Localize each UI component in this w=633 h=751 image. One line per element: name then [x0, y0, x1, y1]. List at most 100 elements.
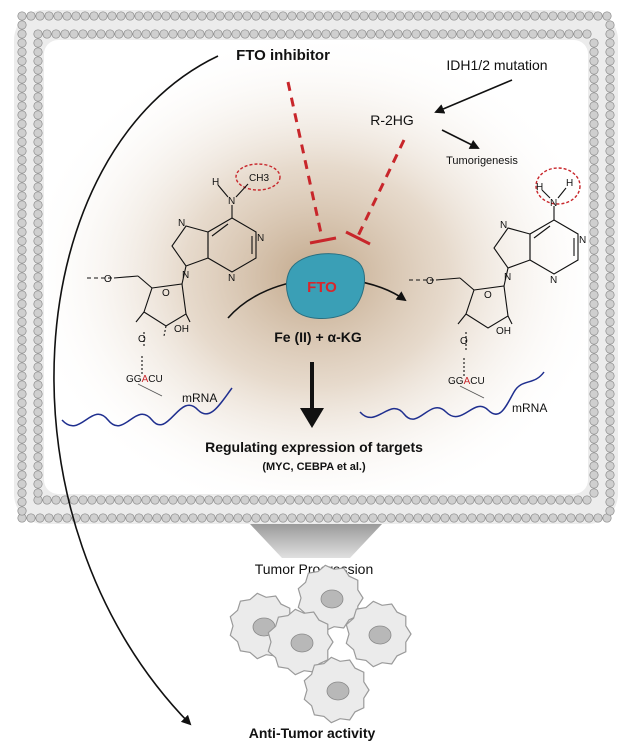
lipid-head — [33, 272, 43, 282]
lipid-head — [375, 495, 385, 505]
lipid-head — [222, 495, 232, 505]
lipid-head — [323, 513, 333, 523]
lipid-head — [539, 513, 549, 523]
lipid-head — [143, 11, 153, 21]
oh-group: OH — [496, 326, 511, 337]
lipid-head — [33, 182, 43, 192]
lipid-head — [206, 513, 216, 523]
lipid-head — [17, 182, 27, 192]
lipid-head — [605, 83, 615, 93]
lipid-head — [589, 128, 599, 138]
lipid-head — [483, 29, 493, 39]
lipid-head — [605, 209, 615, 219]
regulating-label: Regulating expression of targets — [205, 439, 423, 455]
lipid-head — [314, 513, 324, 523]
lipid-head — [447, 495, 457, 505]
lipid-head — [605, 407, 615, 417]
lipid-head — [17, 344, 27, 354]
lipid-head — [33, 245, 43, 255]
lipid-head — [96, 29, 106, 39]
lipid-head — [375, 29, 385, 39]
lipid-head — [605, 164, 615, 174]
lipid-head — [33, 434, 43, 444]
lipid-head — [17, 443, 27, 453]
lipid-head — [422, 11, 432, 21]
lipid-head — [589, 470, 599, 480]
lipid-head — [589, 191, 599, 201]
lipid-head — [589, 92, 599, 102]
r2hg-tbar — [345, 230, 371, 246]
lipid-head — [589, 479, 599, 489]
lipid-head — [605, 281, 615, 291]
left-mrna-label: mRNA — [182, 391, 217, 405]
lipid-head — [530, 11, 540, 21]
lipid-head — [96, 495, 106, 505]
lipid-head — [537, 495, 547, 505]
lipid-head — [17, 506, 27, 516]
lipid-head — [17, 362, 27, 372]
lipid-head — [589, 488, 599, 498]
lipid-head — [510, 495, 520, 505]
lipid-head — [17, 425, 27, 435]
n1-atom: N — [257, 233, 264, 244]
lipid-head — [143, 513, 153, 523]
r2hg-label: R-2HG — [370, 112, 414, 128]
lipid-head — [33, 407, 43, 417]
o3-atom: O — [138, 334, 146, 345]
lipid-head — [605, 461, 615, 471]
ring-oxygen: O — [484, 290, 492, 301]
lipid-head — [168, 495, 178, 505]
lipid-head — [589, 110, 599, 120]
lipid-head — [530, 513, 540, 523]
lipid-head — [33, 29, 43, 39]
lipid-head — [87, 495, 97, 505]
lipid-head — [17, 497, 27, 507]
lipid-head — [33, 470, 43, 480]
lipid-head — [605, 452, 615, 462]
lipid-head — [267, 29, 277, 39]
n9-atom: N — [182, 270, 189, 281]
lipid-head — [411, 29, 421, 39]
lipid-head — [589, 227, 599, 237]
lipid-head — [33, 299, 43, 309]
lipid-head — [501, 495, 511, 505]
lipid-head — [17, 272, 27, 282]
lipid-head — [33, 200, 43, 210]
lipid-head — [492, 495, 502, 505]
lipid-head — [555, 29, 565, 39]
o3-atom: O — [460, 336, 468, 347]
lipid-head — [33, 218, 43, 228]
lipid-head — [584, 11, 594, 21]
n1-atom: N — [579, 235, 586, 246]
lipid-head — [17, 101, 27, 111]
cofactors-label: Fe (II) + α-KG — [274, 329, 362, 345]
lipid-head — [132, 29, 142, 39]
lipid-head — [501, 29, 511, 39]
lipid-head — [260, 11, 270, 21]
lipid-head — [285, 29, 295, 39]
lipid-head — [467, 513, 477, 523]
lipid-head — [605, 155, 615, 165]
lipid-head — [33, 128, 43, 138]
lipid-head — [485, 11, 495, 21]
lipid-head — [341, 513, 351, 523]
lipid-head — [605, 227, 615, 237]
lipid-head — [368, 11, 378, 21]
lipid-head — [17, 164, 27, 174]
lipid-head — [179, 513, 189, 523]
lipid-head — [17, 38, 27, 48]
lipid-head — [80, 11, 90, 21]
lipid-head — [161, 11, 171, 21]
lipid-head — [474, 495, 484, 505]
methyl-highlight-ellipse — [235, 163, 281, 191]
lipid-head — [589, 290, 599, 300]
lipid-head — [605, 245, 615, 255]
lipid-head — [98, 11, 108, 21]
lipid-head — [521, 513, 531, 523]
lipid-head — [589, 425, 599, 435]
lipid-head — [359, 11, 369, 21]
lipid-head — [33, 425, 43, 435]
lipid-head — [33, 227, 43, 237]
lipid-head — [42, 495, 52, 505]
